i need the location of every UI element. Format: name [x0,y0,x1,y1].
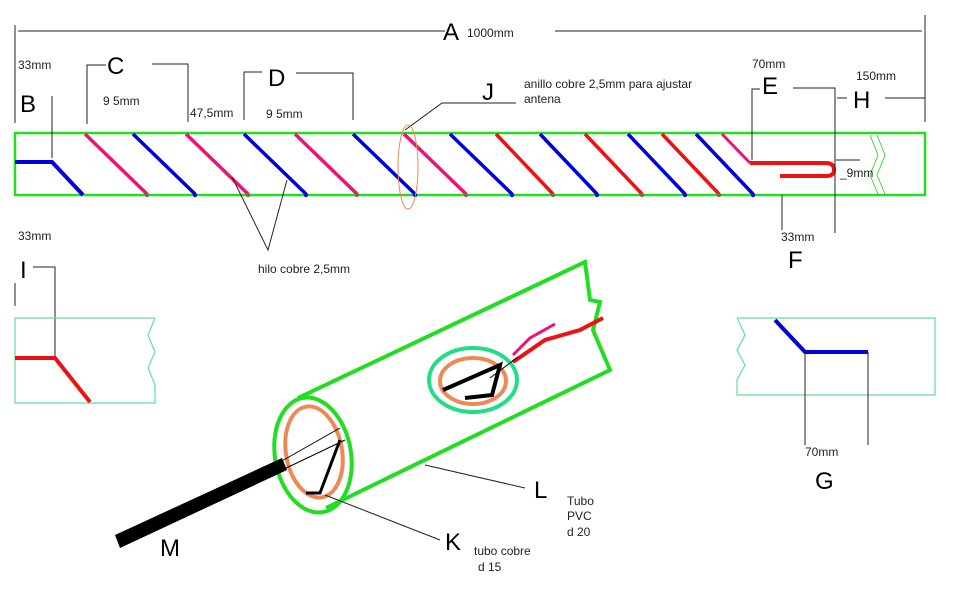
solder-point [245,192,251,198]
label-C: C [107,53,124,80]
solder-point [550,192,556,198]
coax-cable-M [115,458,287,548]
label-B-dim: 33mm [18,58,51,72]
helix-wire-blue [131,132,197,196]
label-E: E [762,73,778,100]
label-J-text-2: antena [524,92,561,106]
label-D-dim: 9 5mm [266,107,303,121]
label-L-text-1: Tubo [567,494,594,508]
solder-point [303,192,309,198]
helix-wire-pink [402,132,468,196]
solder-point [509,192,515,198]
label-L: L [534,477,547,504]
label-K-text-1: tubo cobre [474,544,531,558]
label-M: M [160,535,180,562]
detail-G-wire [773,318,868,354]
label-K-text-2: d 15 [478,560,502,574]
solder-point [716,192,722,198]
label-D: D [268,65,285,92]
solder-point [354,192,360,198]
label-H: H [853,87,870,114]
solder-point [750,192,756,198]
solder-point [192,192,198,198]
tube-3d-view [272,259,613,515]
label-F-dim: 33mm [781,230,814,244]
label-A: A [443,19,459,46]
helix-wire-pink [83,132,149,196]
label-H-dim: 150mm [856,69,896,83]
label-C-dim: 9 5mm [103,94,140,108]
label-F: F [788,247,803,274]
detail-G-tube [736,317,936,396]
label-mid-dim: 47,5mm [190,106,233,120]
helix-wire-pink [293,132,359,196]
label-E-dim: 70mm [752,57,785,71]
label-G-dim: 70mm [805,445,838,459]
label-B: B [20,91,36,118]
pink-end-wire [720,132,752,165]
helix-wire-pink [184,132,250,196]
label-I-dim: 33mm [18,229,51,243]
helix-wire-blue [351,132,417,196]
helix-wire-red [494,132,555,196]
helix-wire-red [660,132,721,196]
label-G: G [815,468,834,495]
solder-point [682,192,688,198]
solder-point [463,192,469,198]
helix-wires [83,132,756,198]
helix-wire-blue [626,132,687,196]
solder-point [594,192,600,198]
detail-I-tube [14,317,156,404]
helix-wire-red [583,132,644,196]
label-K: K [445,529,461,556]
feed-wire-B [15,160,85,197]
detail-I-wire [15,356,92,404]
label-wire: hilo cobre 2,5mm [258,262,350,276]
helix-wire-blue [242,132,308,196]
hairpin-wire-E [750,161,837,178]
helix-wire-blue [694,132,755,196]
tube-break-mark [869,134,886,195]
dimension-A: A 1000mm [14,15,926,123]
solder-point [639,192,645,198]
label-J: J [482,79,494,106]
solder-point [144,192,150,198]
label-I: I [20,257,27,284]
label-A-dim: 1000mm [467,26,514,40]
label-J-text-1: anillo cobre 2,5mm para ajustar [524,77,692,91]
label-gap-dim: _9mm [839,166,873,180]
helix-wire-blue [538,132,599,196]
helix-wire-blue [448,132,514,196]
label-L-text-2: PVC [567,509,592,523]
label-L-text-3: d 20 [567,525,591,539]
copper-ring-J [397,124,419,210]
